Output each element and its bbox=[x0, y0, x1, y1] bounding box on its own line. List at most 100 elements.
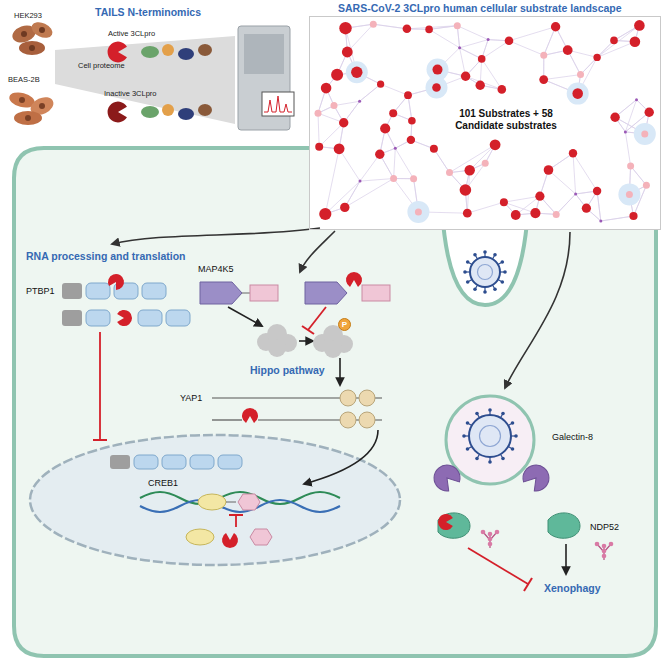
rect-shape bbox=[162, 455, 186, 469]
network-node bbox=[645, 108, 654, 117]
virus-spike-tip bbox=[503, 270, 507, 274]
ellipse-shape bbox=[14, 111, 42, 125]
virus-spike-tip bbox=[473, 253, 477, 257]
network-link bbox=[457, 26, 488, 40]
use-shape bbox=[242, 408, 258, 423]
activation-arrow bbox=[228, 307, 262, 326]
network-node bbox=[553, 211, 560, 218]
virus-spike-tip bbox=[493, 253, 497, 257]
network-node bbox=[460, 184, 472, 196]
network-node bbox=[432, 83, 441, 92]
virus-particle bbox=[470, 257, 500, 287]
inhibition-bar bbox=[229, 514, 243, 516]
virus-spike-tip bbox=[473, 288, 477, 292]
circle-shape bbox=[21, 31, 27, 37]
virus-spike-tip bbox=[463, 270, 467, 274]
virus-spike-tip bbox=[483, 290, 487, 294]
network-link bbox=[573, 153, 576, 194]
virus-spike-tip bbox=[466, 421, 470, 425]
map4k5-intact bbox=[200, 282, 278, 304]
network-node bbox=[582, 204, 591, 213]
network-link bbox=[318, 113, 319, 147]
inhibition-bar bbox=[302, 326, 314, 334]
use-shape bbox=[117, 310, 132, 326]
network bbox=[315, 20, 656, 223]
circle-shape bbox=[29, 45, 35, 51]
network-node bbox=[404, 91, 412, 99]
protein-label: CREB1 bbox=[148, 478, 178, 488]
line-shape bbox=[242, 293, 250, 294]
circle-shape bbox=[359, 412, 375, 428]
network-node bbox=[599, 220, 602, 223]
network-node bbox=[351, 67, 362, 78]
network-node bbox=[551, 22, 560, 31]
network-node bbox=[511, 210, 521, 220]
protease-label: Active 3CLpro bbox=[108, 30, 155, 39]
network-link bbox=[544, 75, 581, 80]
network-link bbox=[631, 166, 647, 185]
flow-arrow bbox=[300, 231, 335, 272]
protein-label: YAP1 bbox=[180, 393, 202, 403]
network-node bbox=[634, 20, 645, 31]
cell-line-label: BEAS-2B bbox=[8, 76, 40, 85]
network-node bbox=[478, 55, 486, 63]
network-node bbox=[461, 72, 470, 81]
protein-label: PTBP1 bbox=[26, 286, 55, 296]
network-panel: SARS-CoV-2 3CLpro human cellular substra… bbox=[309, 16, 661, 230]
virus-spike-tip bbox=[475, 412, 479, 416]
network-node bbox=[574, 193, 577, 196]
rect-shape bbox=[86, 283, 110, 299]
glycan-residue bbox=[488, 542, 493, 547]
network-node bbox=[572, 88, 583, 99]
glycan-residue bbox=[488, 532, 493, 537]
network-link bbox=[394, 148, 396, 178]
flow-arrow bbox=[505, 232, 570, 388]
glycan-residue bbox=[595, 542, 600, 547]
glycan-residue bbox=[495, 530, 500, 535]
network-node bbox=[370, 21, 377, 28]
network-node bbox=[610, 113, 619, 122]
circle-shape bbox=[39, 27, 45, 33]
activation-arrow bbox=[299, 340, 313, 342]
network-node bbox=[629, 212, 637, 220]
ellipse-shape bbox=[178, 108, 194, 120]
line-shape bbox=[226, 502, 236, 503]
activation-arrow bbox=[304, 430, 378, 484]
ellipse-shape bbox=[186, 529, 214, 545]
network-link bbox=[381, 84, 408, 95]
creb1-on-dna bbox=[198, 494, 260, 510]
cluster-halo bbox=[634, 123, 656, 145]
polygon-shape bbox=[250, 529, 272, 545]
activation-arrow bbox=[339, 358, 341, 385]
use-shape bbox=[438, 514, 453, 530]
ellipse-shape bbox=[141, 46, 159, 58]
network-node bbox=[465, 165, 475, 175]
network-node bbox=[487, 38, 490, 41]
network-link bbox=[325, 181, 360, 214]
polyline-shape bbox=[264, 96, 292, 112]
virus-genome bbox=[478, 265, 493, 280]
rect-shape bbox=[190, 455, 214, 469]
network-link bbox=[597, 191, 601, 221]
rect-shape bbox=[362, 285, 390, 301]
virus-particle bbox=[469, 415, 511, 457]
network-node bbox=[569, 149, 577, 157]
network-node bbox=[641, 130, 648, 137]
network-link bbox=[434, 149, 450, 173]
circle-shape bbox=[19, 97, 25, 103]
network-node bbox=[530, 208, 540, 218]
network-node bbox=[544, 165, 554, 175]
polygon-shape bbox=[305, 282, 347, 304]
phospho-label: P bbox=[342, 321, 347, 329]
network-link bbox=[601, 216, 634, 221]
network-node bbox=[482, 160, 489, 167]
network-node bbox=[430, 145, 438, 153]
network-node bbox=[339, 118, 348, 127]
rect-shape bbox=[134, 455, 158, 469]
virus-spike-tip bbox=[488, 408, 492, 412]
network-link bbox=[504, 196, 540, 202]
network-node bbox=[377, 81, 384, 88]
network-node bbox=[500, 198, 508, 206]
